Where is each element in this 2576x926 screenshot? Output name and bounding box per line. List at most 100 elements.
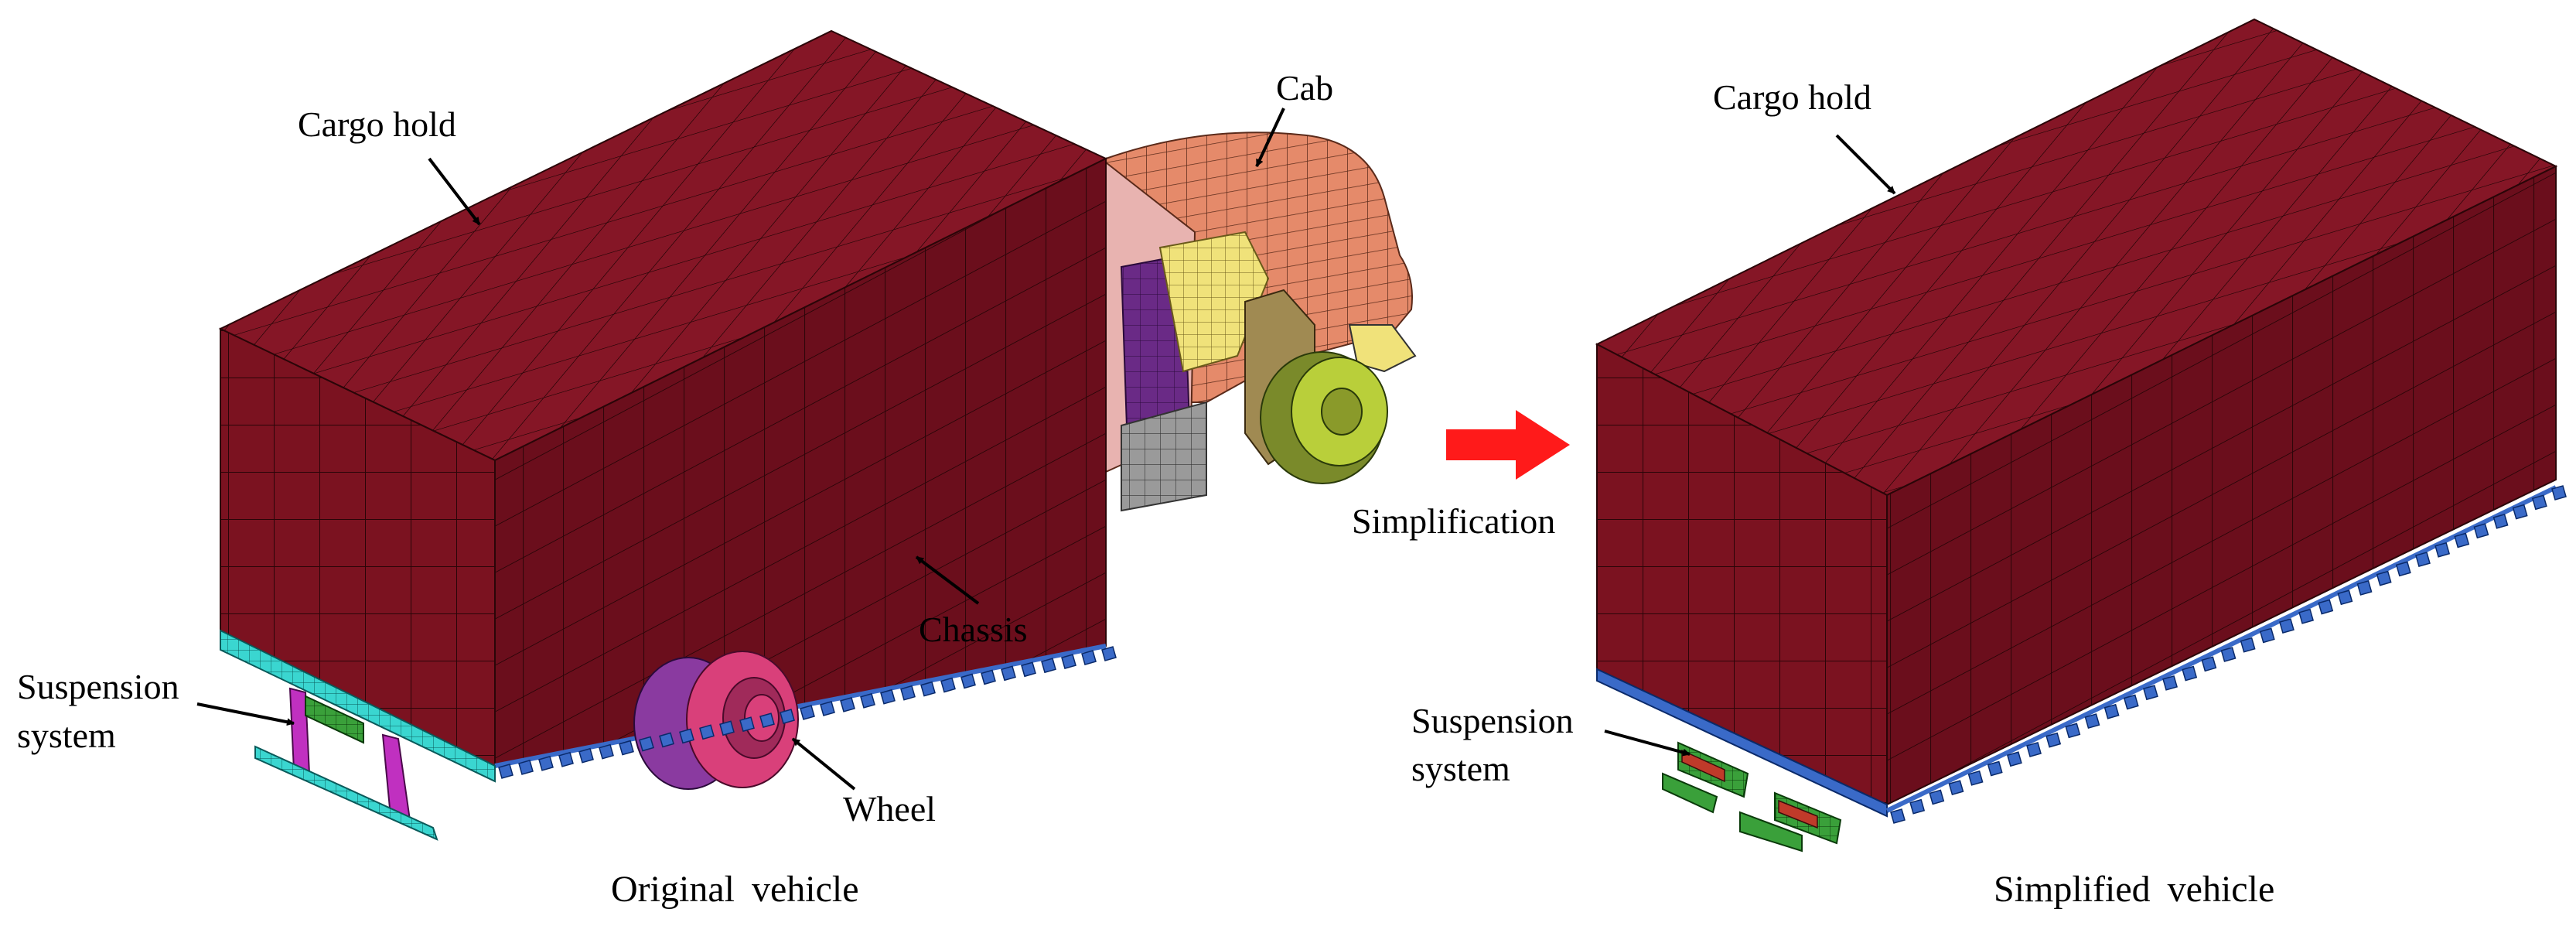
chassis-bracket: [2006, 751, 2022, 767]
chassis-bracket: [1948, 780, 1964, 796]
arrow-cargo-hold-right: [1835, 134, 1896, 195]
chassis-bracket: [1967, 770, 1984, 786]
caption-simplified-vehicle: Simplified vehicle: [1994, 869, 2275, 910]
chassis-bracket: [1001, 665, 1016, 682]
label-chassis: Chassis: [919, 610, 1028, 649]
suspension-original: [254, 687, 438, 841]
label-suspension-right-line1: Suspension: [1411, 701, 1574, 740]
chassis-bracket: [940, 677, 956, 693]
chassis-bracket: [2220, 647, 2237, 662]
chassis-bracket: [538, 755, 554, 771]
cargo-hold-simplified: [1595, 18, 2558, 806]
chassis-bracket: [1909, 798, 1926, 815]
chassis-simplified: [1596, 485, 2557, 818]
chassis-teeth-simplified: [1890, 485, 2567, 824]
chassis-bracket: [2337, 589, 2353, 606]
arrow-suspension-left: [196, 702, 295, 726]
chassis-bracket: [780, 709, 795, 724]
chassis-bracket: [2065, 723, 2081, 739]
chassis-bracket: [619, 740, 634, 756]
chassis-bracket: [2142, 685, 2158, 701]
chassis-bracket: [880, 689, 896, 705]
leader-arrows: [196, 108, 1896, 791]
simplified-vehicle: [1595, 18, 2558, 853]
chassis-bracket: [2162, 675, 2178, 691]
chassis-bracket: [2279, 618, 2295, 634]
chassis-bracket: [2415, 552, 2431, 567]
chassis-bracket: [759, 712, 775, 729]
chassis-bracket: [1987, 760, 2003, 777]
chassis-bracket: [498, 764, 513, 779]
chassis-bracket: [900, 685, 916, 701]
label-suspension-left-line1: Suspension: [17, 667, 179, 706]
chassis-bracket: [1021, 661, 1036, 678]
chassis-bracket: [2376, 570, 2392, 586]
arrow-suspension-right: [1604, 730, 1691, 757]
front-wheel: [1260, 351, 1388, 484]
chassis-bracket: [1041, 658, 1056, 674]
chassis-bracket: [2473, 523, 2489, 539]
chassis-bracket: [2182, 665, 2198, 682]
chassis-bracket: [679, 728, 694, 744]
chassis-bracket: [2123, 694, 2139, 710]
chassis-bracket: [2201, 656, 2217, 672]
chassis-bracket: [1929, 789, 1945, 805]
label-cargo-hold-right: Cargo hold: [1713, 77, 1871, 117]
chassis-bracket: [599, 743, 614, 760]
chassis-bracket: [2531, 494, 2547, 511]
chassis-bracket: [1081, 650, 1097, 665]
label-simplification: Simplification: [1352, 501, 1556, 541]
chassis-bracket: [1890, 808, 1906, 824]
chassis-bracket: [659, 732, 674, 748]
chassis-bracket: [719, 720, 735, 736]
original-vehicle: [218, 29, 1417, 841]
chassis-bracket: [2356, 580, 2373, 596]
chassis-bracket: [840, 696, 855, 712]
chassis-bracket: [2084, 713, 2100, 729]
label-cab: Cab: [1276, 68, 1334, 108]
chassis-bracket: [2026, 742, 2042, 757]
chassis-bracket: [2318, 599, 2334, 615]
chassis-bracket: [2103, 703, 2120, 719]
label-wheel: Wheel: [843, 789, 937, 829]
label-suspension-left-line2: system: [17, 716, 116, 755]
chassis-bracket: [2454, 532, 2470, 548]
chassis-bracket: [2551, 485, 2567, 501]
chassis-bracket: [981, 669, 996, 685]
chassis-bracket: [1101, 646, 1117, 661]
cab-part: [1019, 132, 1417, 520]
chassis-bracket: [860, 692, 875, 709]
arrow-cab: [1255, 108, 1285, 167]
chassis-bracket: [2259, 627, 2275, 644]
chassis-bracket: [2045, 732, 2062, 748]
chassis-bracket: [2434, 542, 2451, 558]
chassis-bracket: [960, 673, 976, 689]
label-cargo-hold-left: Cargo hold: [298, 104, 456, 144]
chassis-teeth-original: [498, 646, 1117, 779]
chassis-bracket: [2298, 608, 2315, 624]
chassis-brackets: [494, 644, 1107, 768]
chassis-bracket: [2492, 513, 2509, 529]
chassis-bracket: [920, 681, 936, 697]
chassis-bracket: [639, 736, 654, 752]
suspension-simplified: [1662, 741, 1842, 853]
chassis-bracket: [1061, 654, 1076, 670]
chassis-bracket: [518, 760, 534, 775]
label-suspension-right-line2: system: [1411, 749, 1510, 788]
chassis-bracket: [2395, 561, 2411, 577]
chassis-bracket: [820, 701, 835, 716]
caption-original-vehicle: Original vehicle: [611, 869, 859, 910]
chassis-bracket: [558, 751, 574, 767]
chassis-frame: [220, 629, 496, 783]
chassis-bracket: [2512, 504, 2528, 520]
arrow-chassis: [915, 555, 980, 605]
arrow-cargo-hold-left: [428, 157, 481, 226]
chassis-bracket: [2240, 637, 2256, 653]
simplification-arrow: [1446, 410, 1570, 480]
chassis-bracket: [699, 724, 715, 740]
arrow-wheel: [791, 737, 856, 791]
chassis-bracket: [800, 705, 815, 720]
cargo-hold-original: [218, 29, 1108, 767]
